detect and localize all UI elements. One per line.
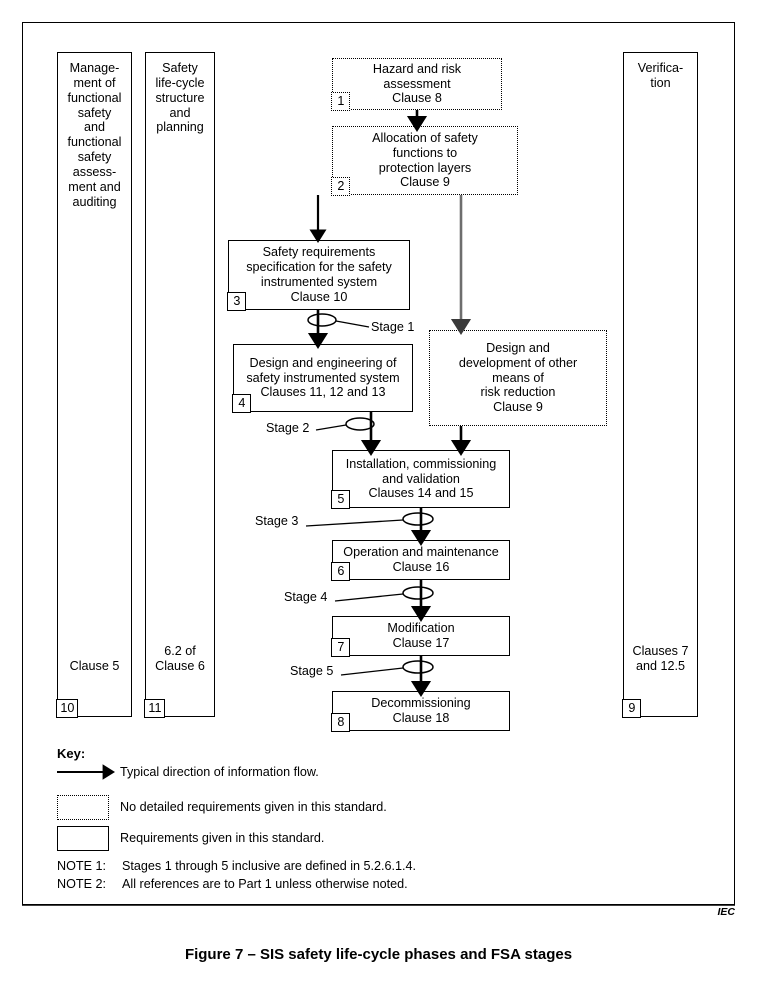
phase-box-1-number: 1 xyxy=(331,91,351,111)
phase-box-3-number: 3 xyxy=(227,291,247,311)
note-2-label: NOTE 2: xyxy=(57,877,106,891)
phase-box-7-number: 7 xyxy=(331,637,351,657)
stage-label-1: Stage 1 xyxy=(371,320,415,334)
key-swatch-solid-box xyxy=(57,826,109,851)
stage-label-2: Stage 2 xyxy=(266,421,310,435)
key-entry-arrow-text: Typical direction of information flow. xyxy=(120,765,319,779)
key-swatch-dotted-box xyxy=(57,795,109,820)
column-management-footer: Clause 5 xyxy=(69,658,120,673)
stage-label-5: Stage 5 xyxy=(290,664,334,678)
key-title: Key: xyxy=(57,746,86,761)
stage-label-4: Stage 4 xyxy=(284,590,328,604)
phase-box-8-number: 8 xyxy=(331,712,351,732)
column-verification-title: Verifica-tion xyxy=(637,61,684,90)
stage-label-3: Stage 3 xyxy=(255,514,299,528)
phase-box-2-number: 2 xyxy=(331,176,351,196)
phase-box-6-number: 6 xyxy=(331,561,351,581)
phase-box-5-number: 5 xyxy=(331,489,351,509)
key-entry-solid-text: Requirements given in this standard. xyxy=(120,831,325,845)
note-2-text: All references are to Part 1 unless othe… xyxy=(122,877,408,891)
phase-box-4-number: 4 xyxy=(232,393,252,413)
note-1-text: Stages 1 through 5 inclusive are defined… xyxy=(122,859,417,873)
column-lifecycle-structure-number: 11 xyxy=(144,698,166,718)
column-verification-number: 9 xyxy=(622,698,642,718)
figure-caption: Figure 7 – SIS safety life-cycle phases … xyxy=(184,946,573,963)
key-entry-dotted-text: No detailed requirements given in this s… xyxy=(120,800,387,814)
note-1-label: NOTE 1: xyxy=(57,859,106,873)
column-management-number: 10 xyxy=(56,698,79,718)
iec-source-mark: IEC xyxy=(717,906,735,918)
